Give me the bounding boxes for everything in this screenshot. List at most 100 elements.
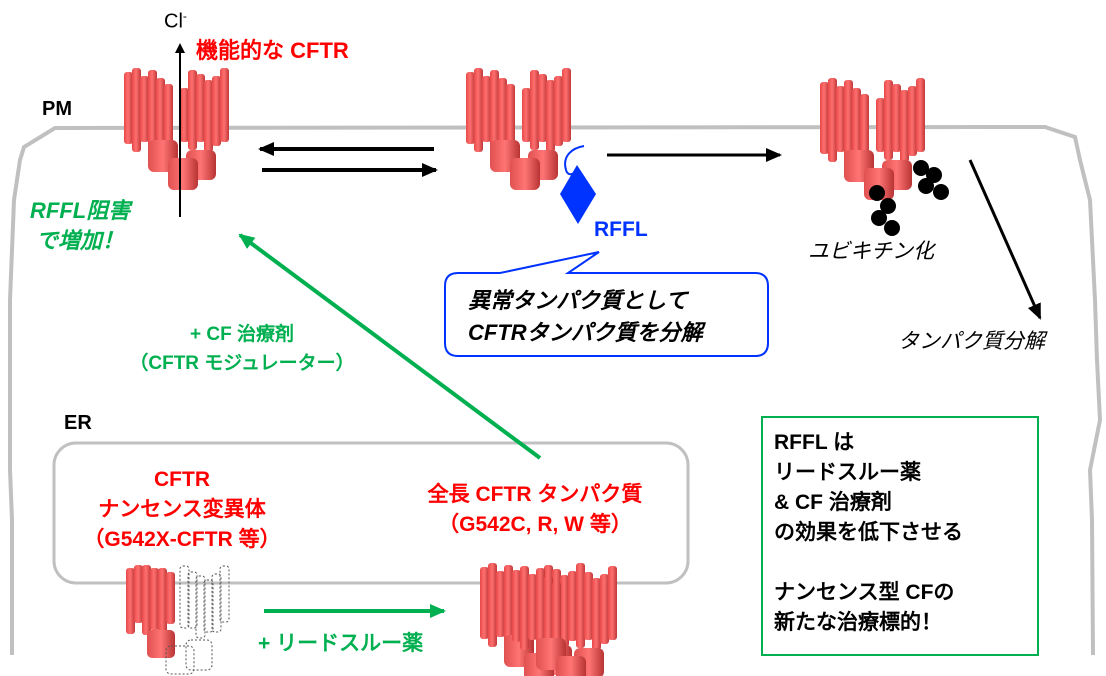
ubiquitin-chain-b	[913, 160, 949, 200]
nonsense-line1: CFTR	[154, 468, 210, 491]
transmembrane-helix	[164, 84, 173, 148]
transmembrane-helix	[562, 68, 571, 142]
summary-line: ナンセンス型 CFの	[774, 581, 955, 604]
transmembrane-helix	[884, 80, 893, 160]
transmembrane-helix	[124, 72, 133, 144]
transmembrane-helix	[836, 86, 845, 152]
cf-drug-label: + CF 治療剤 （CFTR モジュレーター）	[92, 320, 392, 378]
transmembrane-helix	[504, 565, 513, 645]
callout-bubble	[444, 251, 769, 357]
transmembrane-helix	[474, 68, 483, 152]
summary-box	[761, 416, 1039, 656]
transmembrane-helix	[916, 78, 925, 152]
rffl-inhibition-line1: RFFL阻害	[30, 198, 131, 223]
er-label: ER	[64, 412, 92, 434]
transmembrane-helix	[552, 582, 561, 646]
ubiquitination-label: ユビキチン化	[808, 240, 934, 263]
transmembrane-helix	[852, 88, 861, 154]
transmembrane-helix	[482, 76, 491, 142]
transmembrane-helix	[488, 563, 497, 647]
nonsense-line2: ナンセンス変異体	[98, 498, 266, 521]
transmembrane-helix	[498, 78, 507, 144]
transmembrane-helix	[506, 84, 515, 148]
cftr-ubiquitinated-protein	[820, 78, 925, 200]
rffl-inhibition-line2: で増加！	[36, 228, 125, 253]
transmembrane-helix	[156, 78, 165, 144]
transmembrane-helix	[466, 72, 475, 144]
transmembrane-helix	[608, 566, 617, 640]
cftr-functional-protein	[124, 68, 229, 190]
callout-line2: CFTRタンパク質を分解	[468, 320, 703, 345]
summary-line: の効果を低下させる	[774, 521, 963, 544]
transmembrane-helix	[512, 570, 521, 642]
transmembrane-helix	[196, 74, 205, 142]
transmembrane-helix	[204, 80, 213, 152]
transmembrane-helix	[568, 586, 577, 640]
functional-cftr-label: 機能的な CFTR	[196, 38, 349, 63]
transmembrane-helix	[892, 84, 901, 152]
summary-line: & CF 治療剤	[774, 491, 892, 514]
modulator-rescue-arrow	[238, 233, 542, 460]
nonsense-line3: （G542X-CFTR 等）	[83, 528, 281, 551]
transmembrane-helix	[536, 568, 545, 648]
transmembrane-helix	[600, 574, 609, 644]
transmembrane-helix	[538, 74, 547, 142]
cftr-fulllength-protein-b	[512, 566, 617, 676]
transmembrane-helix	[820, 82, 829, 154]
transmembrane-helix	[180, 88, 189, 142]
transmembrane-helix	[212, 76, 221, 146]
transmembrane-helix	[560, 575, 569, 647]
plasma-membrane-outline	[8, 124, 1103, 656]
transmembrane-helix	[876, 98, 885, 152]
chloride-ion-label: Cl-	[164, 9, 187, 34]
chloride-charge: -	[182, 9, 187, 23]
cftr-rffl-bound-protein	[466, 68, 571, 190]
summary-line: RFFL は	[774, 431, 855, 454]
regulatory-domain	[510, 158, 540, 190]
transmembrane-helix	[900, 90, 909, 162]
regulatory-domain	[168, 158, 198, 190]
cf-drug-line1: + CF 治療剤	[190, 324, 294, 345]
transmembrane-helix	[844, 80, 853, 160]
er-outline	[52, 441, 690, 585]
transmembrane-helix	[554, 76, 563, 146]
cf-drug-line2: （CFTR モジュレーター）	[129, 353, 355, 374]
summary-line: 新たな治療標的！	[774, 611, 942, 634]
transmembrane-helix	[480, 567, 489, 639]
transmembrane-helix	[908, 86, 917, 156]
pm-label: PM	[42, 98, 72, 120]
transmembrane-helix	[528, 574, 537, 640]
transmembrane-helix	[520, 566, 529, 650]
transmembrane-helix	[592, 578, 601, 650]
fulllength-line2: （G542C, R, W 等）	[438, 513, 632, 536]
readthrough-drug-label: + リードスルー薬	[258, 632, 424, 655]
chloride-ion-text: Cl	[164, 10, 183, 33]
callout-line1: 異常タンパク質として	[468, 288, 688, 313]
ubiquitin-chain	[869, 185, 900, 236]
transmembrane-helix	[132, 68, 141, 152]
transmembrane-helix	[140, 76, 149, 142]
transmembrane-helix	[546, 80, 555, 152]
fulllength-cftr-label: 全長 CFTR タンパク質 （G542C, R, W 等）	[395, 480, 675, 540]
nonsense-mutant-label: CFTR ナンセンス変異体 （G542X-CFTR 等）	[62, 465, 302, 555]
transmembrane-helix	[188, 70, 197, 150]
transmembrane-helix	[576, 568, 585, 648]
rffl-diamond-icon	[560, 165, 596, 224]
transmembrane-helix	[496, 571, 505, 637]
fulllength-line1: 全長 CFTR タンパク質	[427, 483, 643, 506]
transmembrane-helix	[544, 576, 553, 642]
transmembrane-helix	[530, 70, 539, 150]
regulatory-domain	[556, 656, 586, 676]
transmembrane-helix	[148, 70, 157, 150]
summary-line: リードスルー薬	[774, 461, 921, 484]
cftr-nonsense-mutant-protein	[126, 565, 175, 658]
callout-text: 異常タンパク質として CFTRタンパク質を分解	[468, 285, 703, 349]
transmembrane-helix	[860, 94, 869, 158]
transmembrane-helix	[828, 78, 837, 162]
transmembrane-helix	[522, 88, 531, 142]
transmembrane-helix	[490, 70, 499, 150]
rffl-label: RFFL	[594, 218, 648, 241]
transmembrane-helix	[584, 572, 593, 640]
rffl-inhibition-label: RFFL阻害 で増加！	[30, 196, 130, 256]
